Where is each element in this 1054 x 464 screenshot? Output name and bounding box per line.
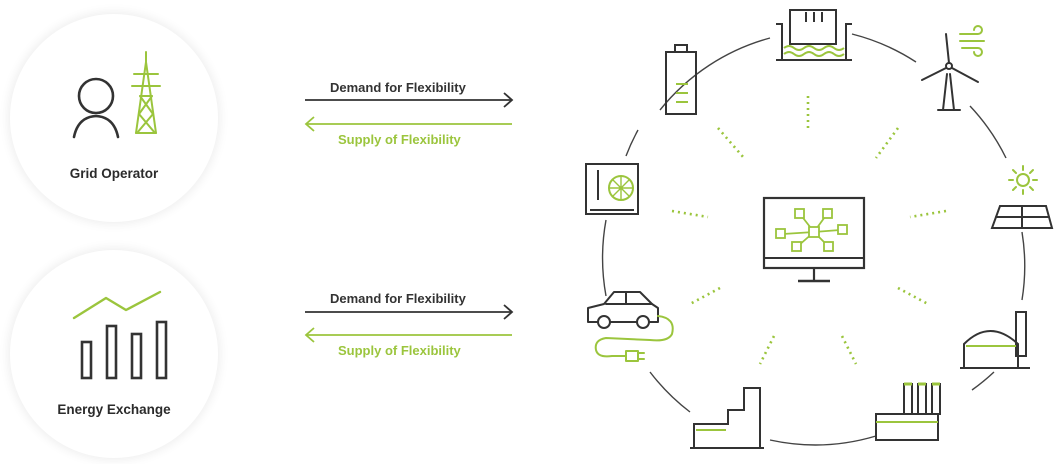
supply-arrow-bottom (304, 327, 512, 343)
energy-exchange-label: Energy Exchange (57, 402, 171, 417)
supply-label-bottom: Supply of Flexibility (338, 343, 461, 358)
demand-arrow-bottom (305, 304, 514, 320)
industrial-building-icon (690, 387, 764, 449)
solar-panel-icon (990, 165, 1054, 229)
heat-pump-icon (585, 163, 639, 215)
hydro-dam-icon (776, 9, 852, 61)
energy-exchange-icon (72, 290, 168, 380)
demand-label-top: Demand for Flexibility (330, 80, 466, 95)
electric-car-icon (587, 291, 674, 362)
grid-operator-label: Grid Operator (69, 166, 159, 181)
battery-icon (665, 44, 697, 115)
supply-label-top: Supply of Flexibility (338, 132, 461, 147)
demand-label-bottom: Demand for Flexibility (330, 291, 466, 306)
biogas-plant-icon (960, 311, 1030, 369)
dotted-spokes (671, 96, 947, 365)
control-monitor-icon (762, 196, 866, 283)
grid-operator-node: Grid Operator (10, 14, 218, 222)
ring-outline (601, 33, 1026, 446)
grid-operator-icon (72, 51, 161, 139)
wind-turbine-icon (921, 25, 985, 111)
factory-icon (875, 382, 941, 441)
energy-exchange-node: Energy Exchange (10, 250, 218, 458)
supply-arrow-top (304, 116, 512, 132)
demand-arrow-top (305, 92, 514, 108)
